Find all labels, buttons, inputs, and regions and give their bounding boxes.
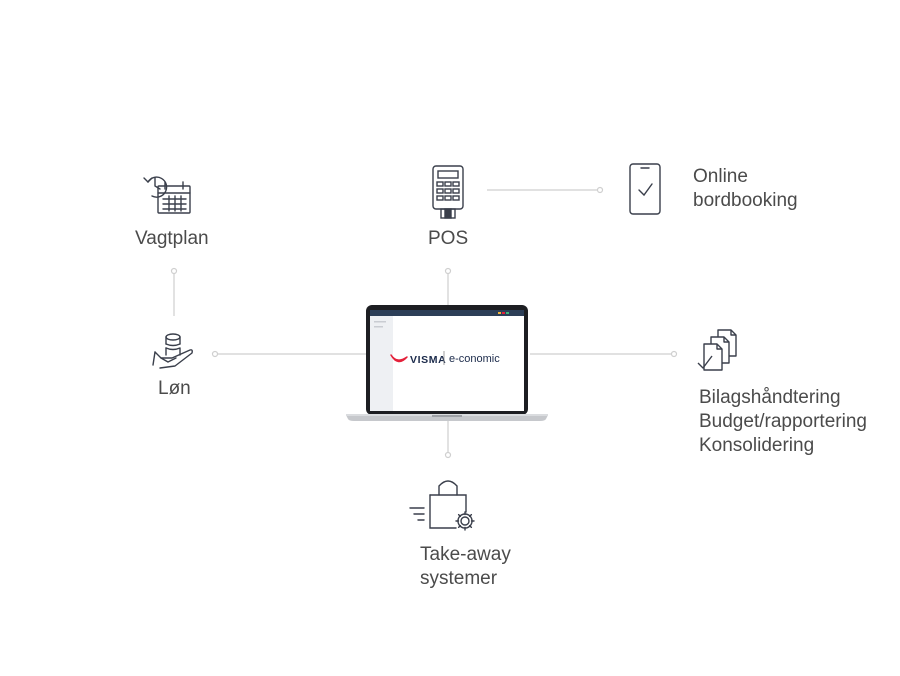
visma-swoosh-icon — [390, 354, 408, 363]
connector-dot — [596, 186, 604, 194]
connector-dot — [444, 267, 452, 275]
brand-product: e-conomic — [449, 353, 500, 365]
brand-visma: VISMA — [410, 354, 446, 366]
takeaway-label-line-1: Take-away — [420, 544, 511, 565]
pos-terminal-icon — [432, 165, 464, 219]
vagtplan-label: Vagtplan — [135, 228, 209, 249]
online-bordbooking-label: Online bordbooking — [693, 165, 798, 213]
online-label-line-2: bordbooking — [693, 190, 798, 211]
bilag-label-line-3: Konsolidering — [699, 435, 815, 456]
bilag-label: Bilagshåndtering Budget/rapportering Kon… — [699, 386, 867, 458]
online-label-line-1: Online — [693, 166, 748, 187]
pos-label: POS — [428, 228, 469, 249]
calendar-clock-icon — [143, 176, 191, 214]
smartphone-check-icon — [629, 163, 661, 215]
takeaway-label-line-2: systemer — [420, 568, 498, 589]
hand-coins-icon — [152, 333, 193, 369]
connectors — [170, 186, 678, 459]
bilag-label-line-1: Bilagshåndtering — [699, 387, 841, 408]
laptop-icon: VISMA e-conomic — [346, 305, 548, 421]
connector-dot — [444, 451, 452, 459]
lon-label: Løn — [158, 378, 191, 399]
takeaway-label: Take-away systemer — [420, 543, 511, 591]
connector-dot — [670, 350, 678, 358]
shopping-bag-gear-icon — [409, 480, 475, 531]
documents-check-icon — [697, 329, 737, 371]
connector-dot — [211, 350, 219, 358]
connector-dot — [170, 267, 178, 275]
bilag-label-line-2: Budget/rapportering — [699, 411, 867, 432]
